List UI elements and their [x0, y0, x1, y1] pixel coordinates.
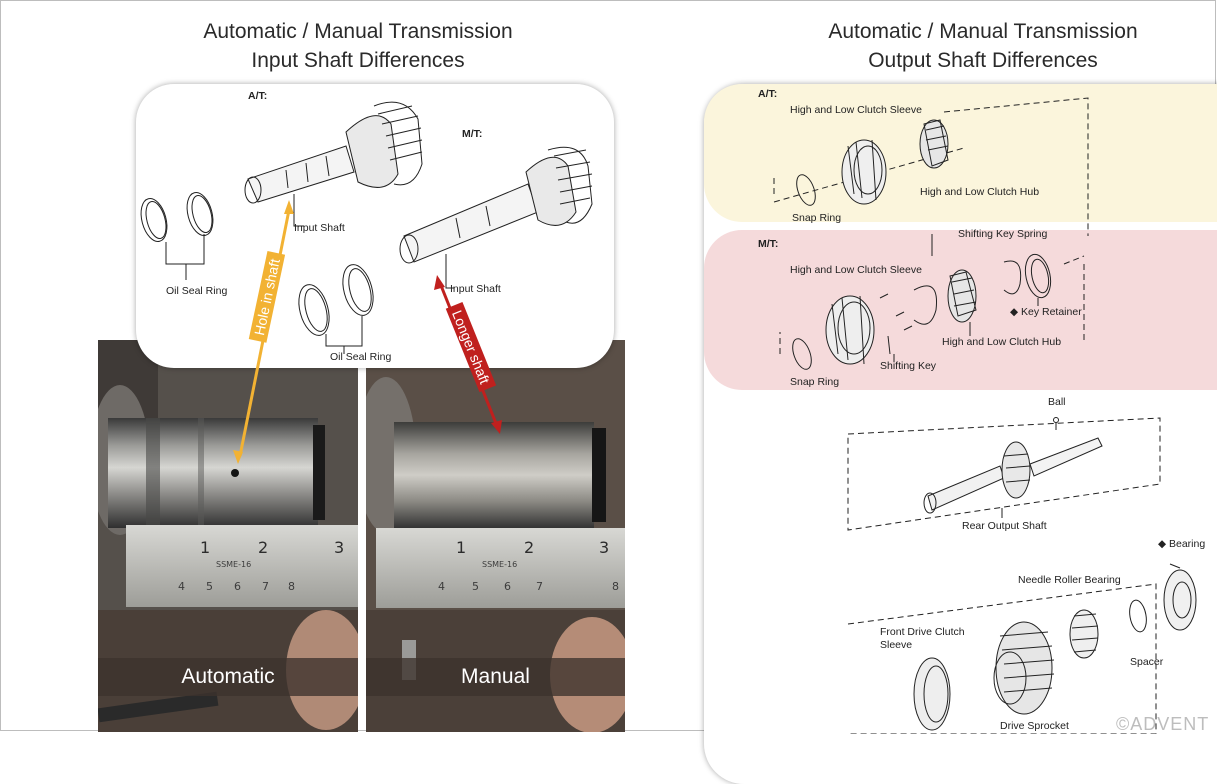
- rear-output-shaft-label: Rear Output Shaft: [962, 520, 1047, 532]
- spacer-label: Spacer: [1130, 656, 1164, 668]
- key-retainer-icon: [1024, 253, 1052, 299]
- at-sleeve-label: High and Low Clutch Sleeve: [790, 104, 922, 116]
- output-mt-label: M/T:: [758, 238, 779, 250]
- ruler-minor-4: 4: [438, 580, 445, 593]
- mt-sleeve-label: High and Low Clutch Sleeve: [790, 264, 922, 276]
- ruler-minor-5: 5: [206, 580, 213, 593]
- oil-seal-ring-label-2: Oil Seal Ring: [330, 351, 392, 363]
- ruler-major-1: 1: [200, 538, 211, 557]
- at-hub-label: High and Low Clutch Hub: [920, 186, 1040, 198]
- mt-label: M/T:: [462, 128, 483, 140]
- clutch-sleeve-icon: [825, 295, 875, 365]
- mt-key-retainer-label: ◆ Key Retainer: [1010, 306, 1082, 318]
- oil-seal-ring-icon: [342, 264, 374, 316]
- front-drive-clutch-sleeve-icon: [913, 657, 951, 731]
- input-shaft-diagram-card: A/T: M/T: Input Shaft Input Shaft Oil Se…: [136, 84, 614, 368]
- oil-seal-ring-label-1: Oil Seal Ring: [166, 285, 228, 297]
- right-title-line2: Output Shaft Differences: [868, 49, 1098, 72]
- automatic-photo: 1 2 3 SSME-16 4 5 6 7 8 Automatic: [98, 340, 358, 732]
- snap-ring-icon: [792, 338, 812, 370]
- input-shaft-at-label: Input Shaft: [294, 222, 345, 234]
- bearing-label: ◆ Bearing: [1158, 538, 1206, 550]
- needle-roller-bearing-label: Needle Roller Bearing: [1018, 574, 1121, 586]
- ruler-brand: SSME-16: [216, 560, 252, 569]
- at-input-shaft-art: [244, 101, 423, 204]
- front-drive-clutch-label-1: Front Drive Clutch: [880, 626, 965, 638]
- ruler-brand: SSME-16: [482, 560, 518, 569]
- input-shaft-mt-label: Input Shaft: [450, 283, 501, 295]
- ruler-minor-5: 5: [472, 580, 479, 593]
- ruler-major-1: 1: [456, 538, 467, 557]
- automatic-caption: Automatic: [98, 658, 358, 696]
- ruler-major-2: 2: [524, 538, 535, 557]
- bearing-icon: [1163, 569, 1197, 631]
- rear-output-shaft-icon: [927, 465, 1005, 511]
- at-label: A/T:: [248, 90, 268, 102]
- mt-input-shaft-art: [399, 146, 593, 264]
- manual-photo: 1 2 3 SSME-16 4 5 6 7 8 Manual: [366, 340, 625, 732]
- oil-seal-ring-icon: [140, 198, 168, 242]
- snap-ring-icon: [796, 174, 816, 206]
- at-snap-ring-label: Snap Ring: [792, 212, 842, 224]
- manual-caption: Manual: [366, 658, 625, 696]
- spacer-icon: [1129, 599, 1147, 633]
- ruler-minor-7: 7: [536, 580, 543, 593]
- output-shaft-diagram-card: A/T: High and Low Clutch Sleeve High and…: [704, 84, 1217, 784]
- right-title: Automatic / Manual Transmission Output S…: [775, 17, 1191, 75]
- ruler-minor-6: 6: [504, 580, 511, 593]
- oil-seal-ring-icon: [186, 192, 214, 236]
- input-shaft-drawing: [140, 101, 593, 354]
- needle-roller-bearing-icon: [1069, 609, 1099, 659]
- ruler-major-3: 3: [334, 538, 345, 557]
- ruler-major-2: 2: [258, 538, 269, 557]
- left-title-line2: Input Shaft Differences: [251, 49, 465, 72]
- drive-sprocket-box: [847, 583, 1157, 734]
- ball-label: Ball: [1048, 396, 1066, 408]
- mt-shifting-key-label: Shifting Key: [880, 360, 937, 372]
- drive-sprocket-label: Drive Sprocket: [1000, 720, 1069, 732]
- key-spring-icon: [913, 285, 938, 325]
- ruler-minor-8: 8: [612, 580, 619, 593]
- shifting-key-icon: [887, 335, 891, 355]
- key-spring-ring-icon: [1003, 260, 1022, 295]
- ruler-minor-6: 6: [234, 580, 241, 593]
- mt-key-spring-label: Shifting Key Spring: [958, 228, 1048, 240]
- ruler-minor-7: 7: [262, 580, 269, 593]
- at-highlight-band: [704, 84, 1217, 222]
- output-at-label: A/T:: [758, 88, 778, 100]
- left-title: Automatic / Manual Transmission Input Sh…: [150, 17, 566, 75]
- ruler-major-3: 3: [599, 538, 610, 557]
- oil-seal-ring-icon: [298, 284, 330, 336]
- ruler-minor-4: 4: [178, 580, 185, 593]
- clutch-hub-icon: [919, 119, 949, 169]
- ruler-minor-8: 8: [288, 580, 295, 593]
- output-shaft-drawing: [773, 97, 1197, 734]
- rear-shaft-box: [847, 417, 1161, 531]
- left-title-line1: Automatic / Manual Transmission: [203, 20, 513, 43]
- mt-hub-label: High and Low Clutch Hub: [942, 336, 1062, 348]
- front-drive-clutch-label-2: Sleeve: [880, 639, 913, 651]
- right-title-line1: Automatic / Manual Transmission: [828, 20, 1138, 43]
- mt-snap-ring-label: Snap Ring: [790, 376, 840, 388]
- watermark: ©ADVENT: [1116, 714, 1210, 734]
